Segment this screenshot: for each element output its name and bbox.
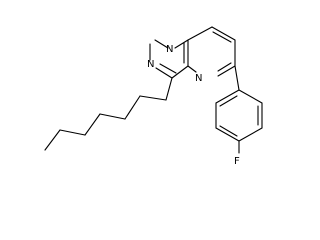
bond bbox=[217, 65, 236, 77]
bond bbox=[171, 65, 189, 79]
atom-label-f: F bbox=[234, 156, 240, 167]
bond bbox=[187, 26, 213, 41]
bond bbox=[215, 89, 240, 104]
bond bbox=[84, 113, 101, 136]
bond bbox=[155, 67, 173, 79]
bond bbox=[234, 65, 240, 91]
structure-drawing: N N N F bbox=[44, 26, 263, 167]
bond bbox=[219, 95, 238, 107]
bond bbox=[139, 95, 167, 101]
bond bbox=[217, 62, 232, 72]
bond bbox=[211, 26, 236, 41]
bond bbox=[99, 113, 126, 120]
bond bbox=[238, 89, 263, 104]
bond bbox=[165, 77, 173, 101]
atom-label-n5: N bbox=[195, 73, 202, 84]
atom-label-n3: N bbox=[147, 59, 154, 70]
bond bbox=[212, 31, 232, 43]
bond bbox=[44, 129, 61, 151]
bond bbox=[174, 39, 189, 49]
bond bbox=[187, 65, 197, 73]
bond bbox=[219, 125, 238, 137]
bond bbox=[124, 95, 141, 120]
bond bbox=[59, 129, 86, 136]
atom-label-n1: N bbox=[166, 44, 173, 55]
bond bbox=[238, 127, 263, 142]
bond bbox=[154, 39, 169, 49]
bond bbox=[215, 127, 240, 142]
bond bbox=[159, 63, 177, 74]
molecule-svg: N N N F bbox=[44, 26, 263, 167]
